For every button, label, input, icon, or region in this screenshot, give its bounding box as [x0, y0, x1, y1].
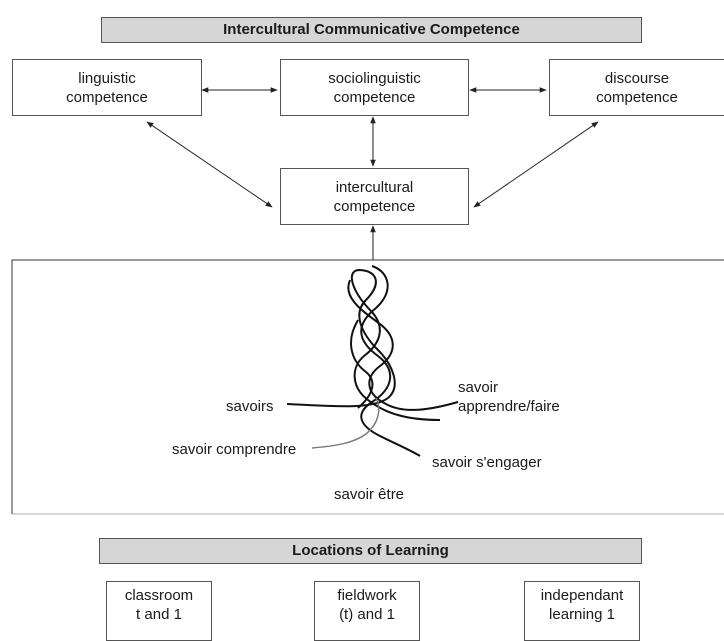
label-savoir-s-engager: savoir s'engager	[432, 454, 542, 471]
arrow-discourse-intercultural	[473, 121, 599, 208]
savoirs-panel-frame	[11, 259, 724, 514]
top-banner: Intercultural Communicative Competence	[101, 17, 642, 43]
label-savoir-etre: savoir être	[334, 486, 405, 503]
box-sociolinguistic-label: sociolinguistic competence	[328, 69, 421, 106]
strand-engager	[360, 265, 421, 457]
savoirs-helix	[286, 265, 459, 457]
label-savoir-apprendre-faire: savoir apprendre/faire	[458, 379, 560, 415]
strand-comprendre	[311, 397, 380, 449]
box-classroom-label: classroom t and 1	[124, 587, 194, 623]
box-independant-learning: independant learning 1	[524, 581, 640, 641]
box-intercultural-label: intercultural competence	[333, 178, 416, 215]
box-discourse-label: discourse competence	[596, 69, 678, 106]
arrow-linguistic-intercultural	[146, 121, 273, 208]
box-linguistic-competence: linguistic competence	[12, 59, 202, 116]
strand-etre	[350, 319, 374, 409]
box-intercultural-competence: intercultural competence	[280, 168, 469, 225]
strand-apprendre	[347, 279, 459, 411]
box-fieldwork-label: fieldwork (t) and 1	[337, 587, 397, 623]
box-classroom: classroom t and 1	[106, 581, 212, 641]
box-fieldwork: fieldwork (t) and 1	[314, 581, 420, 641]
box-discourse-competence: discourse competence	[549, 59, 724, 116]
box-independant-label: independant learning 1	[540, 587, 624, 623]
label-savoirs: savoirs	[226, 398, 274, 415]
box-linguistic-label: linguistic competence	[66, 69, 148, 106]
label-savoir-comprendre: savoir comprendre	[172, 441, 297, 458]
locations-banner: Locations of Learning	[99, 538, 642, 564]
box-sociolinguistic-competence: sociolinguistic competence	[280, 59, 469, 116]
strand-savoirs	[286, 268, 441, 421]
